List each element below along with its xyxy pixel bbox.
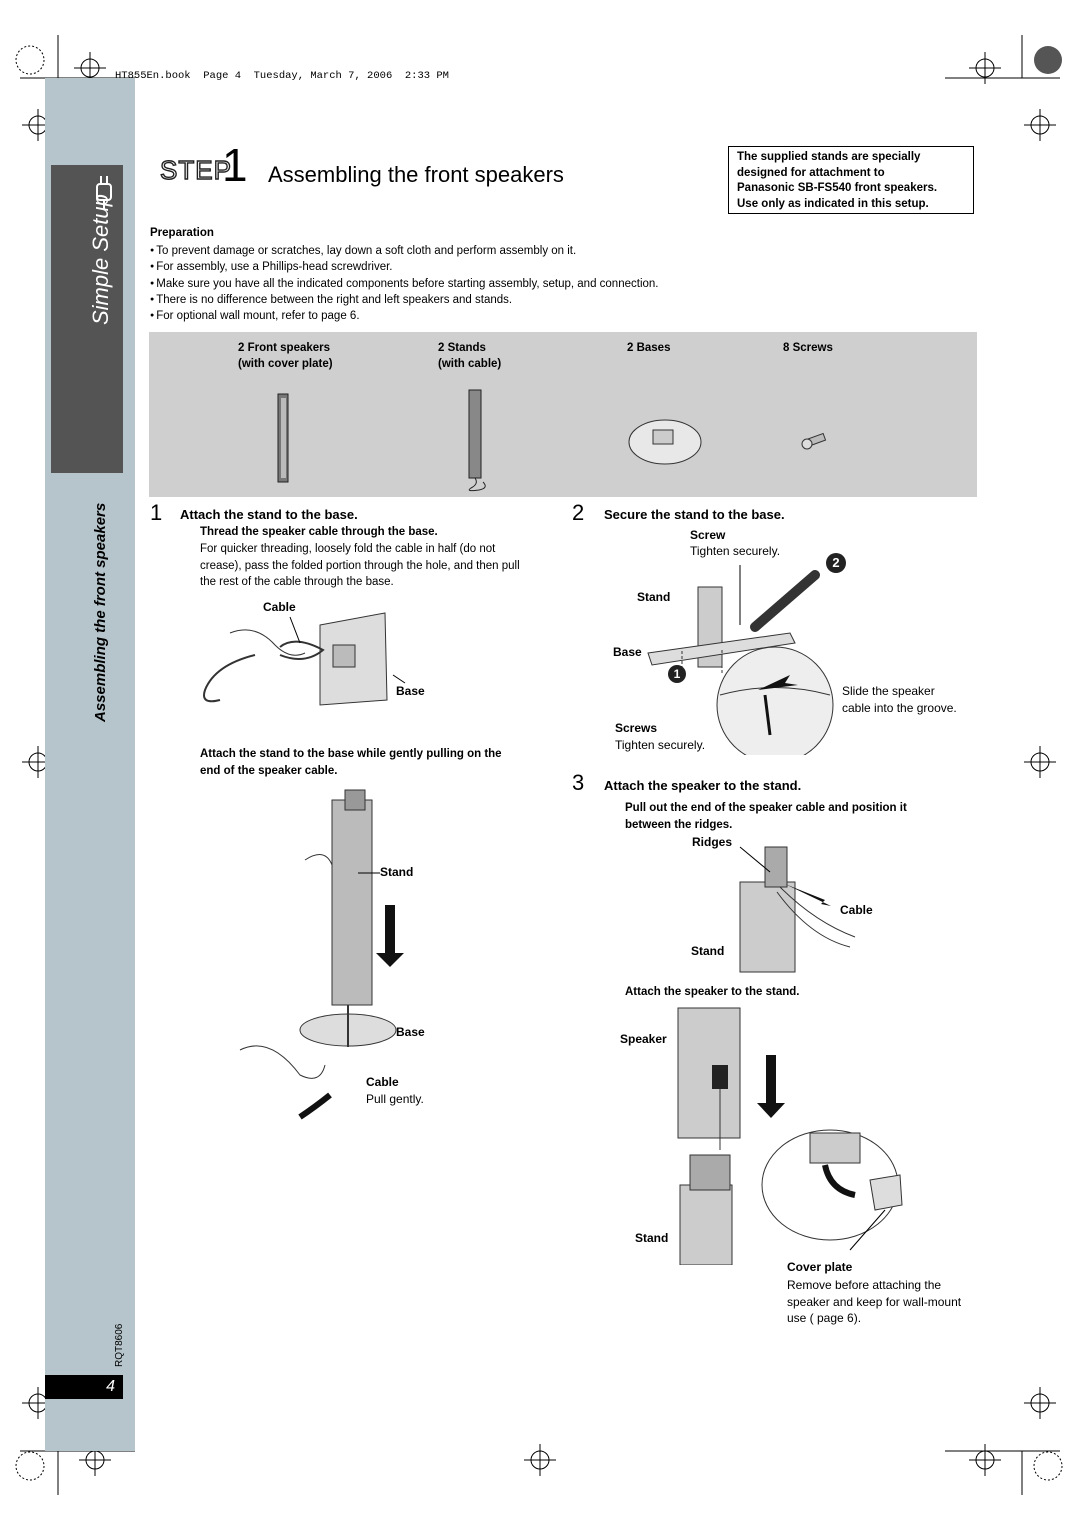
- body-line: crease), pass the folded portion through…: [200, 559, 520, 572]
- parts-illustrations: [277, 389, 827, 492]
- label-cover-plate: Cover plate: [787, 1260, 853, 1274]
- circle-number-2: 2: [832, 555, 840, 570]
- preparation-list: To prevent damage or scratches, lay down…: [150, 243, 658, 324]
- part-front-speakers: 2 Front speakers (with cover plate): [238, 340, 333, 372]
- instruction-line: Attach the stand to the base while gentl…: [200, 748, 502, 760]
- note-line: speaker and keep for wall-mount: [787, 1294, 962, 1309]
- list-item: Make sure you have all the indicated com…: [150, 276, 658, 292]
- note-line: cable into the groove.: [842, 700, 957, 715]
- part-note: (with cover plate): [238, 358, 333, 370]
- list-item: For assembly, use a Phillips-head screwd…: [150, 259, 658, 275]
- page-number: 4: [45, 1375, 123, 1399]
- notice-box: The supplied stands are specially design…: [728, 146, 974, 214]
- step1-instruction: Thread the speaker cable through the bas…: [200, 526, 438, 538]
- label-cable: Cable: [366, 1075, 399, 1089]
- list-item: To prevent damage or scratches, lay down…: [150, 243, 658, 259]
- screw-illustration: [801, 432, 827, 450]
- step1-body: For quicker threading, loosely fold the …: [200, 541, 520, 591]
- step3-instruction-2: Attach the speaker to the stand.: [625, 986, 800, 998]
- label-stand: Stand: [635, 1231, 669, 1245]
- label-stand: Stand: [691, 944, 725, 958]
- part-name: 2 Stands: [438, 342, 486, 354]
- note-line: Slide the speaker: [842, 684, 935, 698]
- step2-title: Secure the stand to the base.: [604, 507, 785, 522]
- instruction-line: Pull out the end of the speaker cable an…: [625, 802, 907, 814]
- stand-attach-illustration: [239, 789, 404, 1120]
- cover-plate-note: Remove before attaching the speaker and …: [787, 1277, 961, 1327]
- plug-icon: [96, 176, 112, 210]
- step-number: 1: [222, 139, 248, 191]
- part-bases: 2 Bases: [627, 340, 670, 356]
- note-line: Remove before attaching the: [787, 1278, 942, 1292]
- label-screws: Screws: [615, 721, 658, 735]
- notice-line: Use only as indicated in this setup.: [737, 197, 929, 210]
- tighten-note: Tighten securely.: [615, 738, 706, 752]
- stand-illustration: [468, 389, 486, 492]
- step3-title: Attach the speaker to the stand.: [604, 778, 802, 793]
- label-screw: Screw: [690, 528, 726, 542]
- label-base: Base: [396, 684, 425, 698]
- step1-title: Attach the stand to the base.: [180, 507, 358, 522]
- notice-line: Panasonic SB-FS540 front speakers.: [737, 182, 938, 194]
- preparation-heading: Preparation: [150, 227, 214, 239]
- speaker-attach-illustration: [677, 1007, 903, 1265]
- screw-secure-illustration: [647, 565, 834, 755]
- notice-line: designed for attachment to: [737, 166, 885, 179]
- part-name: 8 Screws: [783, 342, 833, 354]
- instruction-line: between the ridges.: [625, 818, 733, 831]
- step3-instruction: Pull out the end of the speaker cable an…: [625, 800, 907, 833]
- sidebar-subsection-title: Assembling the front speakers: [92, 502, 109, 722]
- tighten-note: Tighten securely.: [690, 544, 781, 558]
- front-speaker-illustration: [277, 393, 289, 483]
- sidebar-section-title: Simple Setup: [88, 194, 113, 325]
- threading-illustration: [203, 612, 406, 706]
- parts-panel: 2 Front speakers (with cover plate) 2 St…: [149, 332, 977, 497]
- step2-number: 2: [572, 500, 585, 525]
- part-name: 2 Front speakers: [238, 342, 331, 354]
- body-line: the rest of the cable through the base.: [200, 576, 394, 588]
- circle-number-2-icon: [826, 553, 846, 573]
- step-label: STEP: [159, 154, 232, 185]
- label-stand: Stand: [380, 865, 414, 879]
- body-line: For quicker threading, loosely fold the …: [200, 543, 496, 555]
- label-base: Base: [396, 1025, 425, 1039]
- pull-gently-note: Pull gently.: [366, 1092, 424, 1106]
- base-illustration: [628, 419, 702, 465]
- label-stand: Stand: [637, 590, 671, 604]
- file-header: HT855En.book Page 4 Tuesday, March 7, 20…: [115, 70, 449, 82]
- circle-number-1: 1: [673, 667, 681, 681]
- label-cable: Cable: [263, 600, 296, 614]
- ridges-illustration: [739, 846, 856, 973]
- label-speaker: Speaker: [620, 1032, 667, 1046]
- part-name: 2 Bases: [627, 342, 671, 354]
- notice-line: The supplied stands are specially: [737, 151, 921, 163]
- page-title: Assembling the front speakers: [268, 162, 564, 187]
- sidebar-section-tab: [51, 165, 123, 473]
- part-stands: 2 Stands (with cable): [438, 340, 501, 372]
- circle-number-1-icon: [668, 665, 686, 683]
- label-cable: Cable: [840, 903, 873, 917]
- step3-number: 3: [572, 770, 585, 795]
- label-ridges: Ridges: [692, 835, 733, 849]
- part-screws: 8 Screws: [783, 340, 833, 356]
- step1-instruction-2: Attach the stand to the base while gentl…: [200, 746, 502, 779]
- document-code: RQT8606: [114, 1323, 125, 1367]
- slide-note: Slide the speaker cable into the groove.: [842, 683, 957, 716]
- instruction-line: end of the speaker cable.: [200, 764, 338, 777]
- list-item: For optional wall mount, refer to page 6…: [150, 308, 658, 324]
- step1-number: 1: [150, 500, 163, 525]
- note-line: use ( page 6).: [787, 1311, 862, 1325]
- part-note: (with cable): [438, 358, 502, 370]
- label-base: Base: [613, 645, 642, 659]
- list-item: There is no difference between the right…: [150, 292, 658, 308]
